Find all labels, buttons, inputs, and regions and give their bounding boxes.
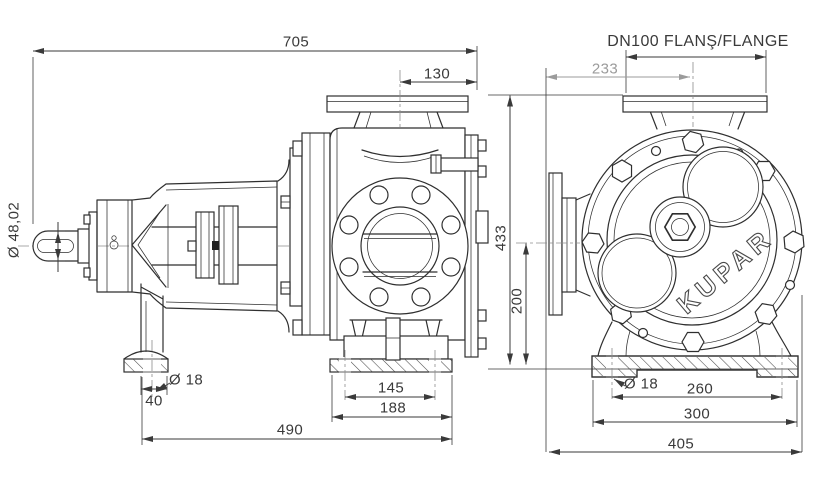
dim-base-width-side: 188: [379, 399, 407, 417]
dim-overall-width-front: 405: [667, 435, 695, 453]
dim-center-height: 200: [508, 287, 526, 315]
side-view: [18, 70, 489, 400]
dim-foot-hole-side: Ø 18: [168, 371, 204, 389]
dim-port-to-rear: 130: [423, 65, 451, 83]
dimension-linework: [32, 46, 803, 455]
dim-base-hole-spacing-front: 260: [686, 380, 714, 398]
dim-overall-length: 705: [282, 33, 310, 51]
top-flange-label: DN100 FLANŞ/FLANGE: [607, 33, 789, 50]
dim-base-hole-spacing-side: 145: [377, 379, 405, 397]
dim-foot-width: 40: [145, 392, 163, 410]
dim-port-offset: 233: [591, 60, 619, 78]
dim-foot-hole-front: Ø 18: [623, 375, 659, 393]
dim-base-width-front: 300: [683, 405, 711, 423]
front-view: [548, 95, 809, 402]
dim-overall-height: 433: [492, 224, 510, 252]
dim-shaft-diameter: Ø 48,02: [5, 201, 23, 259]
dim-base-length: 490: [276, 421, 304, 439]
